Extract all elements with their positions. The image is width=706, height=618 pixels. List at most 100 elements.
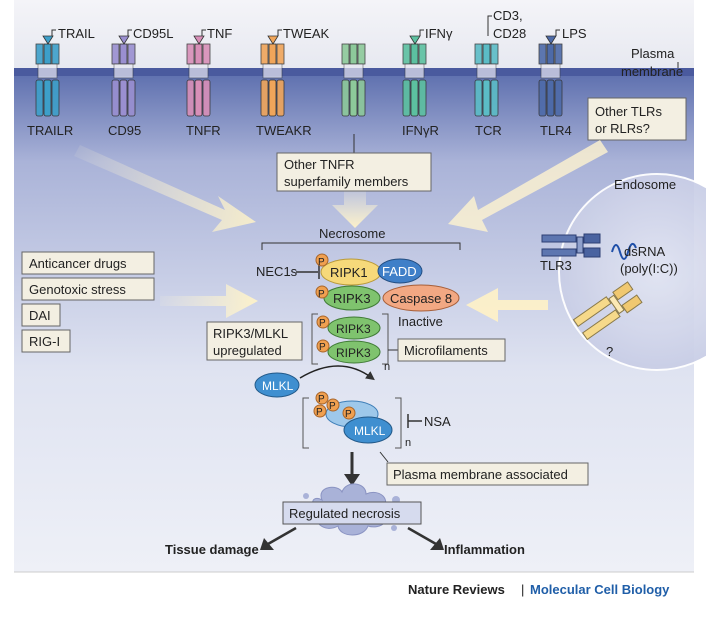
- fadd-label: FADD: [382, 264, 417, 279]
- receptor-tnfr: TNFR: [186, 123, 221, 138]
- ligand-lps: LPS: [562, 26, 587, 41]
- phospho-ripk3-1-label: P: [318, 289, 325, 300]
- ripk3-label-2: RIPK3: [336, 322, 371, 336]
- other-tlrs-line2: or RLRs?: [595, 121, 650, 136]
- tissue-damage-arrow-head: [260, 538, 274, 550]
- phospho-ripk1: [315, 253, 329, 267]
- pm-associated-box: [386, 462, 589, 486]
- ripk3-polymer-bracket-left: [311, 313, 318, 365]
- phospho-mlkl-2: [313, 404, 327, 418]
- dsrna-label-2: (poly(I:C)): [620, 261, 678, 276]
- other-tnfr-box: [276, 152, 432, 192]
- caspase8-node: [382, 284, 460, 312]
- stimulus-box-dai: [21, 303, 61, 327]
- phospho-mlkl-1: [315, 391, 329, 405]
- receptor-cd95: CD95: [108, 123, 141, 138]
- mlkl-oligomer-bracket-right: [395, 397, 402, 449]
- mlkl-phospho-node: [343, 416, 393, 444]
- ifngr-receptor: [402, 35, 427, 117]
- mlkl-oligomer: MLKL P P P P: [313, 391, 393, 444]
- mlkl-free-label: MLKL: [262, 379, 294, 393]
- ripk3-polymer-bracket-right: [382, 313, 389, 365]
- upregulated-line2: upregulated: [213, 343, 282, 358]
- stimulus-box-genotoxic: [21, 277, 155, 301]
- caspase8-label: Caspase 8: [390, 291, 452, 306]
- mlkl-oligomer-bracket-left: [302, 397, 309, 449]
- regulated-necrosis-label: Regulated necrosis: [289, 506, 401, 521]
- dsrna-strand: [611, 242, 637, 260]
- tlr4-receptor: [538, 35, 563, 117]
- footer-separator: |: [521, 582, 524, 597]
- receptor-tweakr: TWEAKR: [256, 123, 312, 138]
- arrow-stimuli: [160, 284, 258, 318]
- splat-droplet-1: [303, 493, 309, 499]
- receptor-tcr: TCR: [475, 123, 502, 138]
- ripk3-polymer-n: n: [384, 361, 390, 373]
- ligand-cd28: CD28: [493, 26, 526, 41]
- plasma-membrane-label-2: membrane: [621, 64, 683, 79]
- stimuli-list: Anticancer drugs Genotoxic stress DAI RI…: [21, 251, 155, 353]
- ripk3-node-3: [327, 340, 381, 364]
- mlkl-recruit-arrow: [299, 365, 375, 381]
- receptor-tlr4: TLR4: [540, 123, 572, 138]
- ligand-cd95l: CD95L: [133, 26, 173, 41]
- plasma-membrane-label-1: Plasma: [631, 46, 675, 61]
- pm-associated-label: Plasma membrane associated: [393, 467, 568, 482]
- endosome-label: Endosome: [614, 177, 676, 192]
- mlkl-phospho-label: MLKL: [354, 424, 386, 438]
- ripk3-polymer: RIPK3 RIPK3 P P: [316, 315, 381, 364]
- stimulus-rig-i: RIG-I: [29, 334, 60, 349]
- necrosome-bracket: [261, 242, 461, 250]
- stimulus-box-rigi: [21, 329, 71, 353]
- ripk3-label-1: RIPK3: [333, 291, 371, 306]
- endosome: [558, 173, 706, 371]
- footer-journal: Nature Reviews: [408, 582, 505, 597]
- phospho-mlkl-2-label: P: [316, 407, 323, 418]
- ligand-cd3: CD3,: [493, 8, 523, 23]
- tissue-damage-arrow-shaft: [267, 526, 297, 546]
- fadd-node: [377, 258, 423, 284]
- cd95-receptor: [111, 35, 136, 117]
- phospho-ripk3-1: [315, 285, 329, 299]
- other-tnfr-line1: Other TNFR: [284, 157, 355, 172]
- inflammation-arrow-head: [430, 538, 444, 550]
- dsrna-label-1: dsRNA: [624, 244, 666, 259]
- phospho-mlkl-4-label: P: [345, 409, 352, 420]
- tissue-damage-label: Tissue damage: [165, 542, 259, 557]
- pm-associated-leader: [379, 451, 389, 463]
- nec1s-label: NEC1s: [256, 264, 298, 279]
- phospho-ripk3-3: [316, 339, 330, 353]
- ligand-leader-lines: [51, 15, 560, 36]
- stimulus-box-anticancer: [21, 251, 155, 275]
- tweakr-receptor: [260, 35, 285, 117]
- footer-section: Molecular Cell Biology: [530, 582, 670, 597]
- ripk3-node-2: [327, 316, 381, 340]
- regulated-necrosis-box: [282, 501, 422, 525]
- arrow-endosome: [466, 288, 548, 322]
- necrosome-complex: RIPK1 FADD RIPK3 Caspase 8 Inactive P P: [315, 253, 460, 329]
- nsa-label: NSA: [424, 414, 451, 429]
- microfilaments-label: Microfilaments: [404, 343, 488, 358]
- tcr-receptor: [474, 43, 499, 117]
- receptor-trailr: TRAILR: [27, 123, 73, 138]
- phospho-mlkl-1-label: P: [318, 394, 325, 405]
- ligand-ifng: IFNγ: [425, 26, 453, 41]
- ligand-tnf: TNF: [207, 26, 232, 41]
- stimulus-anticancer-drugs: Anticancer drugs: [29, 256, 127, 271]
- stimulus-genotoxic-stress: Genotoxic stress: [29, 282, 126, 297]
- phospho-mlkl-3-label: P: [329, 401, 336, 412]
- caspase8-inactive: Inactive: [398, 314, 443, 329]
- upregulated-line1: RIPK3/MLKL: [213, 326, 288, 341]
- phospho-mlkl-4: [342, 406, 356, 420]
- ligand-labels: TRAIL CD95L TNF TWEAK IFNγ CD3, CD28 LPS: [58, 8, 587, 41]
- mlkl-oligomer-n: n: [405, 437, 411, 449]
- phospho-ripk1-label: P: [318, 257, 325, 268]
- microfilaments-box: [397, 338, 506, 362]
- receptors: [35, 35, 563, 117]
- necrosis-arrow-head: [344, 474, 360, 486]
- other-tlrs-box: [587, 97, 687, 141]
- unknown-receptor: [572, 281, 643, 341]
- phospho-ripk3-2: [316, 315, 330, 329]
